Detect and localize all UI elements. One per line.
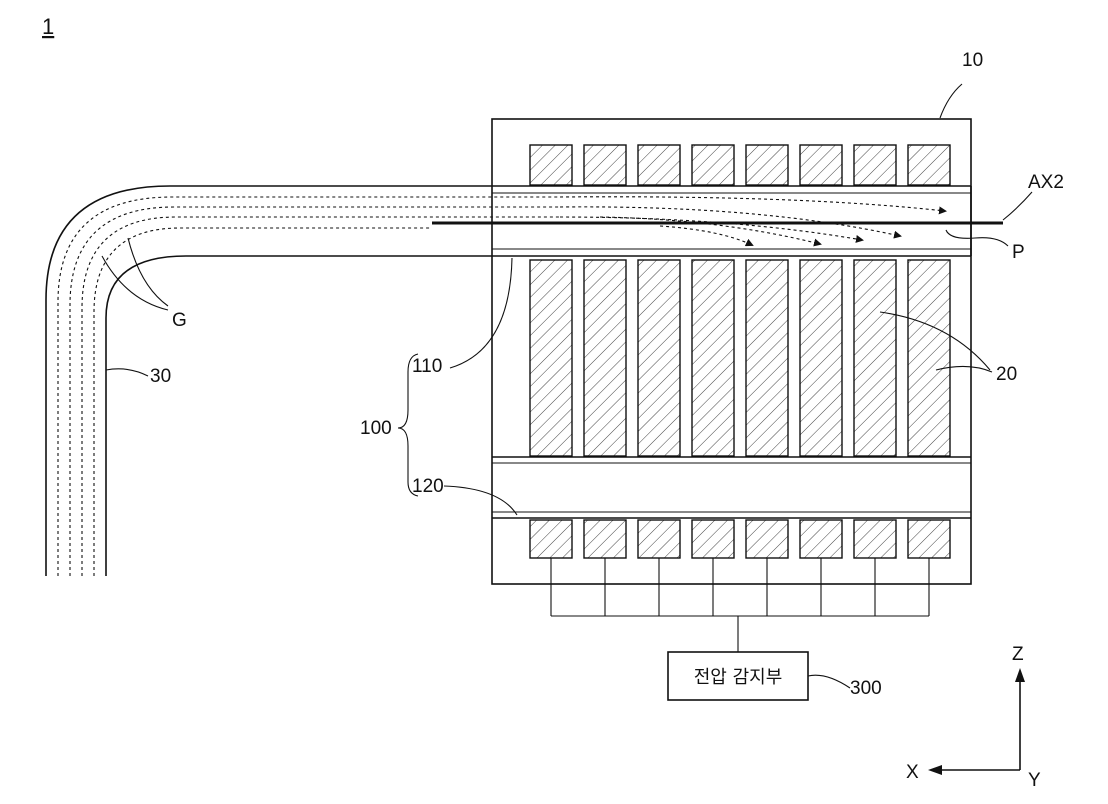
battery-cell (746, 260, 788, 456)
bottom-cell (746, 520, 788, 558)
lower-channel (492, 457, 971, 518)
top-cell (692, 145, 734, 185)
label-lower-channel: 120 (412, 476, 444, 497)
bottom-cell (584, 520, 626, 558)
cable-inner-lines (58, 197, 560, 576)
axis-x-label: X (906, 762, 919, 783)
label-sensor-ref: 300 (850, 678, 882, 699)
label-cells: 20 (996, 364, 1017, 385)
label-cable: 30 (150, 366, 171, 387)
gas-flow-arrows (560, 197, 945, 245)
top-cell-row (530, 145, 950, 185)
top-cell (584, 145, 626, 185)
top-cell (908, 145, 950, 185)
battery-cell (908, 260, 950, 456)
axis-y-label: Y (1028, 770, 1041, 791)
bottom-cell (692, 520, 734, 558)
top-cell (854, 145, 896, 185)
cell-stack (530, 260, 950, 456)
top-cell (800, 145, 842, 185)
bottom-cell-row (530, 520, 950, 558)
upper-channel (492, 186, 971, 256)
battery-cell (692, 260, 734, 456)
label-point: P (1012, 242, 1025, 263)
label-upper-channel: 110 (412, 356, 442, 377)
sensor-wiring (551, 558, 929, 652)
bottom-cell (638, 520, 680, 558)
label-gas: G (172, 310, 187, 331)
battery-cell (584, 260, 626, 456)
voltage-sensor-box: 전압 감지부 (668, 652, 808, 700)
top-cell (746, 145, 788, 185)
label-axis-ref: AX2 (1028, 172, 1064, 193)
bottom-cell (530, 520, 572, 558)
top-cell (530, 145, 572, 185)
label-housing: 10 (962, 50, 983, 71)
top-cell (638, 145, 680, 185)
battery-cell (800, 260, 842, 456)
battery-cell (854, 260, 896, 456)
bottom-cell (854, 520, 896, 558)
axes-indicator: Z X Y (906, 644, 1041, 791)
battery-cell (530, 260, 572, 456)
bottom-cell (908, 520, 950, 558)
battery-cell (638, 260, 680, 456)
axis-z-label: Z (1012, 644, 1024, 665)
bottom-cell (800, 520, 842, 558)
label-assembly: 100 (360, 418, 392, 439)
figure-number: 1 (42, 14, 54, 39)
voltage-sensor-label: 전압 감지부 (694, 667, 783, 688)
